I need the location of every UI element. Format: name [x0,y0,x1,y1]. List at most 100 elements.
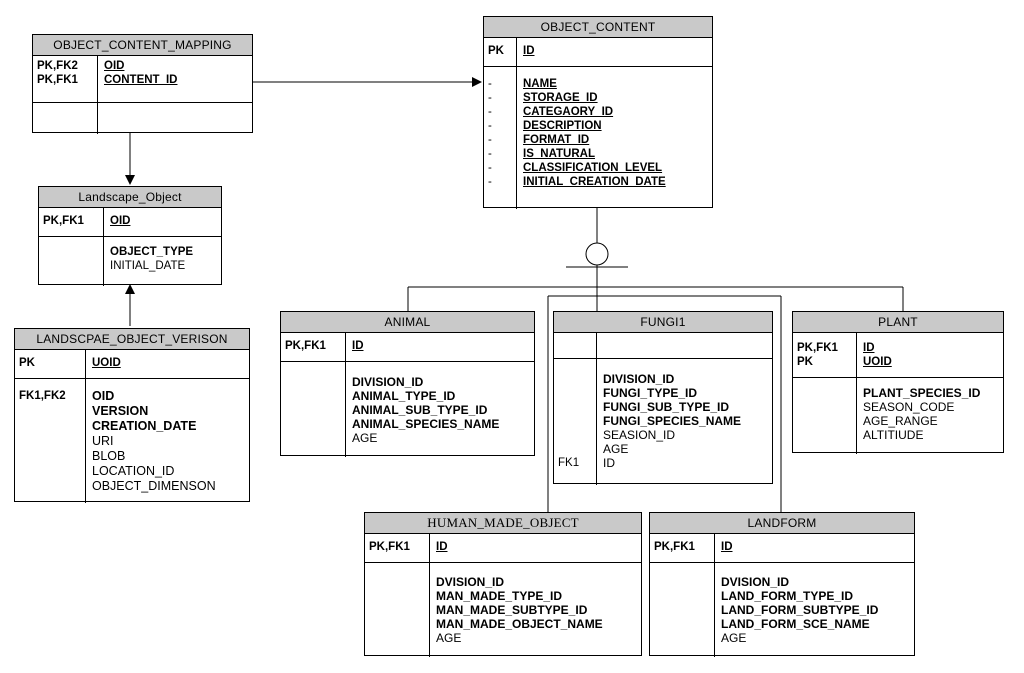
attribute: AGE [352,431,378,445]
attribute-column: UOID [86,350,127,378]
attribute-column: OID CONTENT_ID [98,56,183,102]
entity-title: FUNGI1 [554,312,772,333]
pk-attribute: ID [863,342,875,354]
key-label [558,336,592,350]
attribute: DVISION_ID [436,575,505,589]
key-label: PK [19,357,35,369]
entity-landform[interactable]: LANDFORM PK,FK1 ID DVISION_ID LAND_FORM_… [649,512,915,657]
attribute: MAN_MADE_OBJECT_NAME [436,617,603,631]
attribute: DESCRIPTION [523,120,602,132]
attribute: SEASON_CODE [863,400,955,414]
attribute-column: OBJECT_TYPE INITIAL_DATE [104,237,199,286]
key-column: PK [484,38,517,66]
attribute: PLANT_SPECIES_ID [863,386,981,400]
key-column: PK [15,350,86,378]
entity-title: LANDFORM [650,513,914,534]
attribute: FUNGI_SUB_TYPE_ID [603,400,730,414]
attribute: BLOB [92,449,126,463]
attribute-column: NAME STORAGE_ID CATEGAORY_ID DESCRIPTION… [517,67,672,209]
key-label: FK1,FK2 [19,390,66,402]
key-column [33,103,98,134]
key-label: PK [797,356,813,368]
key-column [365,563,430,657]
attribute: OBJECT_TYPE [110,246,194,258]
key-column: PK,FK1 [39,208,104,236]
attribute: ANIMAL_TYPE_ID [352,389,456,403]
attribute: FUNGI_TYPE_ID [603,386,698,400]
key-column: - - - - - - - - [484,67,517,209]
key-column [650,563,715,657]
entity-title: Landscape_Object [39,187,221,208]
pk-attribute: OID [110,215,131,227]
pk-attribute: ID [721,541,733,553]
pk-attribute: CONTENT_ID [104,74,178,86]
entity-object-content-mapping[interactable]: OBJECT_CONTENT_MAPPING PK,FK2 PK,FK1 OID… [32,34,253,134]
attribute-column: DVISION_ID LAND_FORM_TYPE_ID LAND_FORM_S… [715,563,884,657]
attribute-column: PLANT_SPECIES_ID SEASON_CODE AGE_RANGE A… [857,378,986,454]
attribute-column [98,103,110,134]
key-column: PK,FK1 [365,534,430,562]
attribute: AGE [603,442,629,456]
marker: - [488,134,492,146]
attribute-column: DIVISION_ID FUNGI_TYPE_ID FUNGI_SUB_TYPE… [597,359,747,485]
attribute: LAND_FORM_TYPE_ID [721,589,854,603]
pk-attribute: UOID [863,356,892,368]
key-label: PK,FK1 [285,340,326,352]
attribute: URI [92,434,114,448]
key-label: FK1 [558,457,580,469]
entity-fungi[interactable]: FUNGI1 FK1 DIVISION_ID FUNGI_TYPE_ID FUN… [553,311,773,485]
entity-landscape-object-version[interactable]: LANDSCPAE_OBJECT_VERISON PK UOID FK1,FK2… [14,328,250,503]
entity-title: HUMAN_MADE_OBJECT [365,513,641,534]
attribute: LAND_FORM_SCE_NAME [721,617,870,631]
marker: - [488,148,492,160]
attribute: MAN_MADE_TYPE_ID [436,589,563,603]
attribute: ALTITIUDE [863,428,924,442]
attribute: DIVISION_ID [352,375,424,389]
marker: - [488,120,492,132]
attribute: INITIAL_DATE [110,260,186,272]
attribute: OID [92,389,115,403]
pk-attribute: ID [523,45,535,57]
entity-title: PLANT [793,312,1003,333]
pk-attribute: ID [436,541,448,553]
attribute: CATEGAORY_ID [523,106,614,118]
attribute: MAN_MADE_SUBTYPE_ID [436,603,588,617]
attribute: ANIMAL_SUB_TYPE_ID [352,403,488,417]
marker: - [488,92,492,104]
attribute: FUNGI_SPECIES_NAME [603,414,742,428]
entity-landscape-object[interactable]: Landscape_Object PK,FK1 OID OBJECT_TYPE … [38,186,222,286]
marker: - [488,106,492,118]
attribute: AGE [721,631,747,645]
entity-title: OBJECT_CONTENT_MAPPING [33,35,252,56]
entity-animal[interactable]: ANIMAL PK,FK1 ID DIVISION_ID ANIMAL_TYPE… [280,311,535,457]
attribute: FORMAT_ID [523,134,590,146]
attribute: LOCATION_ID [92,464,175,478]
key-column: PK,FK2 PK,FK1 [33,56,98,102]
attribute-column: ID [346,333,370,361]
marker: - [488,176,492,188]
attribute: DVISION_ID [721,575,790,589]
attribute: LAND_FORM_SUBTYPE_ID [721,603,879,617]
key-label: PK,FK1 [797,342,838,354]
pk-attribute: ID [352,340,364,352]
key-column: PK,FK1 PK [793,333,857,377]
entity-plant[interactable]: PLANT PK,FK1 PK ID UOID PLANT_SPECIES_ID… [792,311,1004,454]
key-column: FK1,FK2 [15,379,86,503]
attribute: CREATION_DATE [92,419,197,433]
attribute-column: ID [430,534,454,562]
attribute-column: OID [104,208,136,236]
attribute: IS_NATURAL [523,148,595,160]
subtype-circle [585,242,609,266]
attribute: SEASION_ID [603,428,676,442]
key-label: PK [488,45,504,57]
attribute: ANIMAL_SPECIES_NAME [352,417,500,431]
key-column: FK1 [554,359,597,485]
attribute: DIVISION_ID [603,372,675,386]
key-column [39,237,104,286]
attribute-column [597,333,609,358]
entity-object-content[interactable]: OBJECT_CONTENT PK ID - - - - - - - - NAM… [483,16,713,209]
attribute: NAME [523,78,557,90]
key-label: PK,FK1 [37,74,78,86]
entity-human-made-object[interactable]: HUMAN_MADE_OBJECT PK,FK1 ID DVISION_ID M… [364,512,642,657]
